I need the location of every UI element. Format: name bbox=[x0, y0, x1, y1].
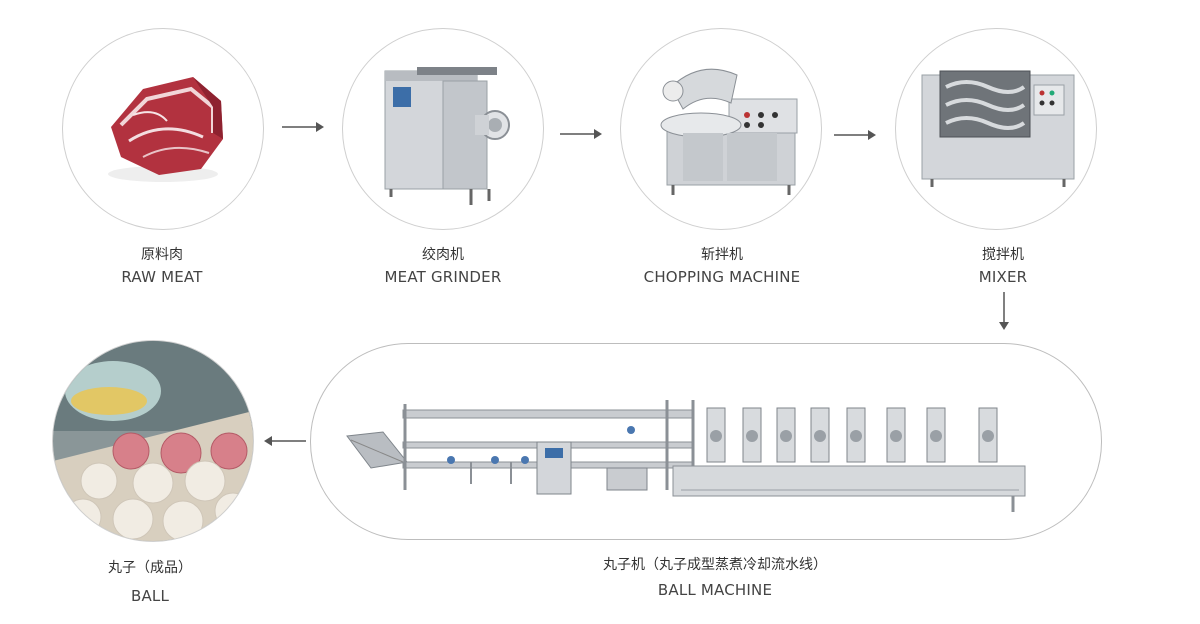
chopping-machine-label-cn: 斩拌机 bbox=[701, 247, 743, 263]
raw-meat-label: 原料肉 RAW MEAT bbox=[42, 244, 282, 288]
ball-label: 丸子（成品） BALL bbox=[30, 554, 270, 610]
raw-meat-image-circle bbox=[62, 28, 264, 230]
mixer-image-circle bbox=[895, 28, 1097, 230]
meat-grinder-label-cn: 绞肉机 bbox=[422, 247, 464, 263]
ball-machine-label-en: BALL MACHINE bbox=[657, 581, 773, 599]
arrow-right-icon bbox=[834, 130, 876, 140]
mixer-illustration bbox=[921, 70, 1075, 187]
raw-meat-label-en: RAW MEAT bbox=[121, 268, 203, 286]
chopping-machine-label: 斩拌机 CHOPPING MACHINE bbox=[602, 244, 842, 288]
ball-machine-label: 丸子机（丸子成型蒸煮冷却流水线） BALL MACHINE bbox=[535, 553, 895, 603]
meat-grinder-label-en: MEAT GRINDER bbox=[384, 268, 502, 286]
arrow-right-icon bbox=[282, 122, 324, 132]
meat-grinder-label: 绞肉机 MEAT GRINDER bbox=[323, 244, 563, 288]
ball-machine-label-cn: 丸子机（丸子成型蒸煮冷却流水线） bbox=[603, 557, 827, 573]
ball-label-en: BALL bbox=[130, 587, 170, 605]
ball-label-cn: 丸子（成品） bbox=[108, 560, 192, 576]
mixer-label: 搅拌机 MIXER bbox=[883, 244, 1123, 288]
chopping-machine-illustration bbox=[660, 68, 798, 195]
arrow-down-icon bbox=[999, 292, 1009, 330]
ball-machine-image-frame bbox=[310, 343, 1102, 540]
ball-image-circle bbox=[52, 340, 254, 542]
meatball-illustration bbox=[53, 341, 253, 541]
meat-grinder-illustration bbox=[384, 67, 510, 205]
raw-meat-label-cn: 原料肉 bbox=[141, 247, 183, 263]
mixer-label-en: MIXER bbox=[978, 268, 1028, 286]
ball-machine-illustration bbox=[346, 400, 1026, 512]
arrow-right-icon bbox=[560, 129, 602, 139]
chopping-machine-image-circle bbox=[620, 28, 822, 230]
raw-meat-illustration bbox=[108, 77, 223, 182]
arrow-left-icon bbox=[264, 436, 306, 446]
mixer-label-cn: 搅拌机 bbox=[982, 247, 1024, 263]
meat-grinder-image-circle bbox=[342, 28, 544, 230]
chopping-machine-label-en: CHOPPING MACHINE bbox=[643, 268, 801, 286]
